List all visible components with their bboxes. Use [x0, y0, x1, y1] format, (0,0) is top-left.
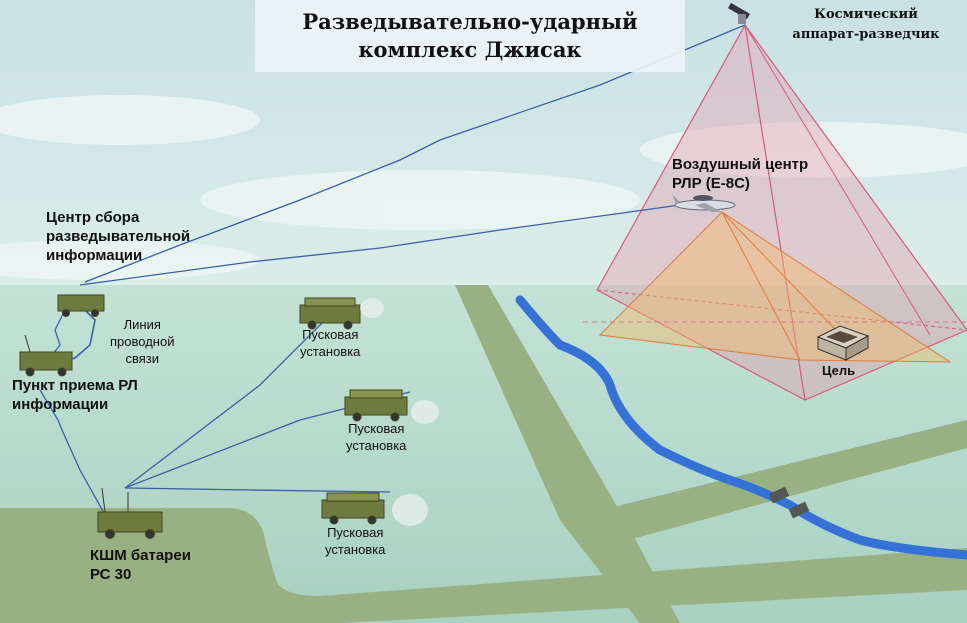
label-air-center: Воздушный центр РЛР (Е-8С) — [672, 156, 809, 192]
label-reception-point: Пункт приема РЛ информации — [12, 377, 138, 413]
label-launcher-2: Пусковая установка — [346, 421, 407, 453]
radar-coverage-cone — [583, 211, 967, 363]
target-building — [816, 325, 870, 361]
vehicle-reception-point — [19, 334, 73, 377]
satellite-coverage-pyramid — [596, 23, 967, 401]
vehicle-command-post — [97, 487, 163, 539]
vehicles — [19, 294, 408, 539]
label-command-post: КШМ батареи РС 30 — [90, 547, 191, 583]
launch-smoke — [360, 298, 439, 526]
clouds — [0, 95, 967, 280]
roads — [0, 285, 967, 623]
label-wire-line: Линия проводной связи — [110, 317, 175, 366]
diagram-title: Разведывательно-ударный комплекс Джисак — [255, 0, 685, 72]
label-launcher-3: Пусковая установка — [325, 525, 386, 557]
title-line-2: комплекс Джисак — [358, 37, 582, 62]
title-line-1: Разведывательно-ударный — [302, 9, 638, 34]
satellite-icon — [727, 2, 751, 24]
vehicle-launcher-3 — [321, 492, 385, 525]
label-satellite: Космический аппарат-разведчик — [792, 7, 940, 42]
bridge — [768, 486, 790, 504]
aircraft-icon — [672, 194, 736, 212]
vehicle-launcher-1 — [299, 297, 361, 330]
label-collection-center: Центр сбора разведывательной информации — [46, 209, 191, 264]
label-launcher-1: Пусковая установка — [300, 327, 361, 359]
label-target: Цель — [822, 363, 856, 378]
river — [515, 295, 967, 560]
vehicle-collection-center — [57, 294, 105, 317]
vehicle-launcher-2 — [344, 389, 408, 422]
bridge — [788, 501, 810, 519]
